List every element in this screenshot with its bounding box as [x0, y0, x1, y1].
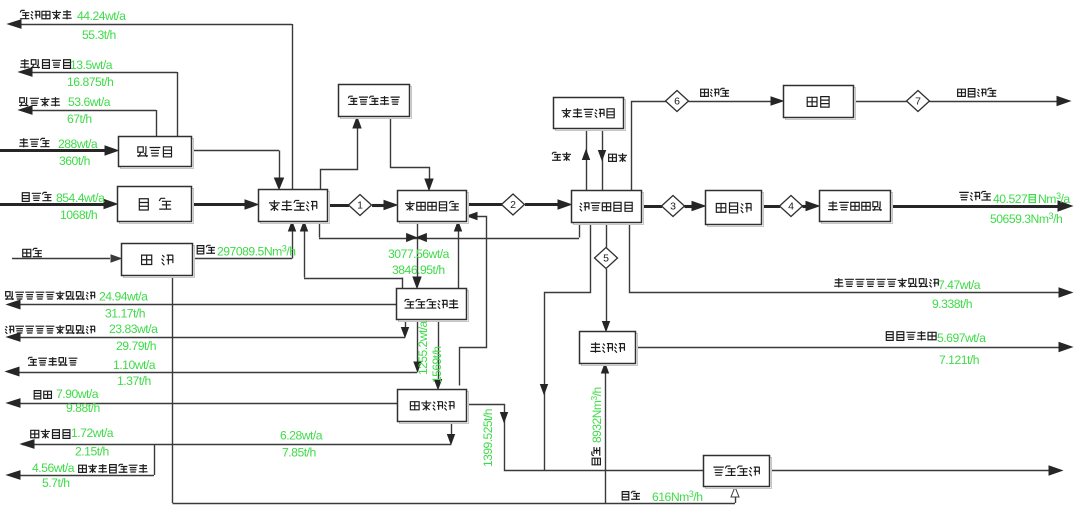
svg-text:23.83wt/a: 23.83wt/a	[109, 322, 158, 336]
svg-text:6: 6	[674, 96, 680, 108]
svg-text:1.72wt/a: 1.72wt/a	[71, 426, 114, 440]
svg-text:1: 1	[357, 200, 363, 212]
svg-text:7.90wt/a: 7.90wt/a	[56, 387, 99, 401]
svg-text:1.10wt/a: 1.10wt/a	[113, 358, 156, 372]
svg-text:50659.3Nm3/h: 50659.3Nm3/h	[990, 211, 1062, 226]
svg-text:2: 2	[510, 199, 516, 211]
svg-text:616Nm3/h: 616Nm3/h	[652, 489, 703, 504]
svg-text:55.3t/h: 55.3t/h	[82, 28, 116, 42]
svg-text:16.875t/h: 16.875t/h	[67, 75, 113, 89]
svg-text:7.85t/h: 7.85t/h	[282, 446, 316, 460]
svg-text:5.697wt/a: 5.697wt/a	[937, 331, 986, 345]
svg-text:288wt/a: 288wt/a	[58, 137, 98, 151]
svg-text:297089.5Nm3/h: 297089.5Nm3/h	[217, 244, 296, 259]
svg-text:4: 4	[788, 201, 794, 213]
svg-text:1569t/h: 1569t/h	[430, 346, 444, 383]
svg-text:67t/h: 67t/h	[67, 112, 92, 126]
svg-text:44.24wt/a: 44.24wt/a	[77, 9, 126, 23]
svg-text:2.15t/h: 2.15t/h	[75, 445, 109, 459]
svg-text:3846.95t/h: 3846.95t/h	[392, 263, 445, 277]
svg-text:31.17t/h: 31.17t/h	[105, 307, 145, 321]
svg-text:Nm3/a: Nm3/a	[1038, 191, 1070, 206]
svg-text:1.37t/h: 1.37t/h	[117, 374, 151, 388]
svg-text:53.6wt/a: 53.6wt/a	[68, 95, 111, 109]
svg-text:1399.525t/h: 1399.525t/h	[481, 409, 495, 467]
svg-text:1255.2wt/a: 1255.2wt/a	[416, 320, 430, 375]
svg-text:9.88t/h: 9.88t/h	[66, 401, 100, 415]
svg-text:5: 5	[603, 253, 609, 265]
svg-text:8932Nm3/h: 8932Nm3/h	[589, 387, 604, 443]
svg-text:9.338t/h: 9.338t/h	[932, 297, 972, 311]
svg-text:4.56wt/a: 4.56wt/a	[32, 461, 75, 475]
svg-text:29.79t/h: 29.79t/h	[116, 339, 156, 353]
svg-text:6.28wt/a: 6.28wt/a	[280, 429, 323, 443]
svg-text:7: 7	[915, 96, 921, 108]
svg-text:24.94wt/a: 24.94wt/a	[99, 290, 148, 304]
svg-text:3077.56wt/a: 3077.56wt/a	[388, 247, 450, 261]
svg-text:854.4wt/a: 854.4wt/a	[56, 191, 105, 205]
svg-text:7.47wt/a: 7.47wt/a	[938, 278, 981, 292]
svg-text:40.527: 40.527	[993, 192, 1028, 206]
svg-text:5.7t/h: 5.7t/h	[42, 476, 70, 490]
svg-text:7.121t/h: 7.121t/h	[939, 353, 979, 367]
svg-text:1068t/h: 1068t/h	[60, 208, 97, 222]
svg-text:13.5wt/a: 13.5wt/a	[70, 58, 113, 72]
svg-text:360t/h: 360t/h	[59, 154, 90, 168]
svg-text:3: 3	[670, 201, 676, 213]
